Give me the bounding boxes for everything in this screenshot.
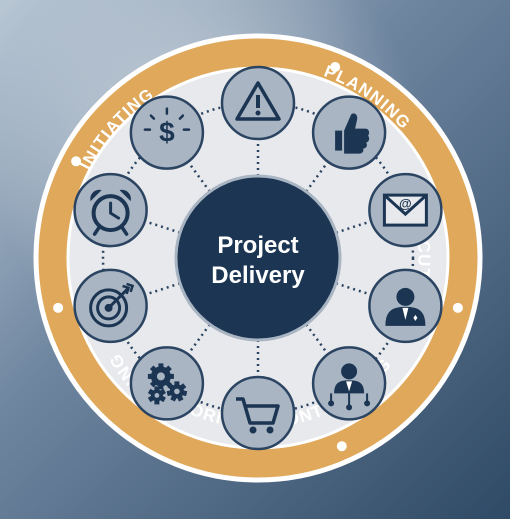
thumbs-up-icon: [335, 113, 370, 154]
spoke: [187, 160, 211, 193]
ring-dot: [71, 156, 82, 167]
hub-title-line2: Delivery: [211, 262, 305, 289]
envelope-icon: @: [382, 193, 428, 227]
node-target: [73, 268, 148, 344]
spoke: [305, 323, 329, 356]
shopping-cart-icon: [236, 397, 280, 434]
spoke: [144, 220, 181, 234]
node-network: [311, 346, 387, 421]
ring-dot: [53, 302, 64, 313]
ring-dots: [53, 62, 463, 452]
icon-nodes: @ $: [73, 65, 443, 451]
node-clock: [73, 172, 148, 248]
node-circle: [129, 95, 205, 170]
spoke: [335, 282, 372, 296]
node-gears: [129, 346, 205, 421]
person-network-icon: [328, 363, 371, 411]
spoke: [187, 323, 211, 356]
spoke: [305, 160, 329, 193]
node-ring: [101, 101, 415, 415]
node-thumbs-up: [311, 95, 387, 170]
hub-circle: [174, 174, 342, 342]
alarm-clock-icon: [90, 189, 131, 236]
hub-title-line1: Project: [217, 232, 298, 259]
warning-icon: [235, 81, 281, 121]
svg-text:@: @: [399, 196, 412, 211]
node-dollar: $: [129, 95, 205, 170]
spokes: [144, 139, 372, 377]
ring-dot: [452, 302, 463, 313]
node-cart: [220, 375, 296, 451]
dollar-icon: $: [143, 107, 191, 148]
node-warning: [220, 65, 296, 141]
gears-icon: [147, 363, 188, 405]
spoke: [335, 220, 372, 234]
svg-text:$: $: [159, 117, 175, 148]
node-email: @: [368, 172, 443, 248]
ring-dot: [330, 62, 341, 73]
node-manager: [368, 268, 443, 344]
target-icon: [89, 282, 135, 328]
ring-dot: [336, 441, 347, 452]
person-icon: [385, 287, 426, 326]
node-circle: [220, 375, 296, 451]
spoke: [144, 282, 181, 296]
